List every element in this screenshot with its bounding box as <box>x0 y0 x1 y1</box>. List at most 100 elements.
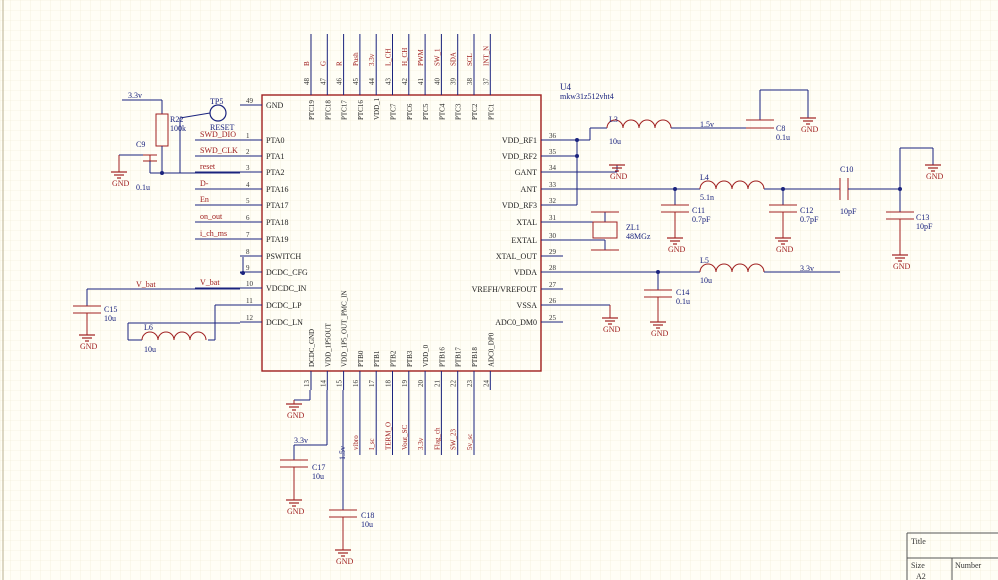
pin-name: PTA17 <box>266 201 288 210</box>
l6-inductor[interactable] <box>127 304 240 341</box>
pin-number: 44 <box>368 78 376 86</box>
pin-name: DCDC_LP <box>266 301 302 310</box>
pin-name: XTAL_OUT <box>496 252 537 261</box>
svg-text:GND: GND <box>287 411 305 420</box>
ic-body[interactable] <box>261 94 542 372</box>
l6-ref: L6 <box>144 323 153 332</box>
pin-number: 28 <box>549 264 557 272</box>
net-label: SWD_CLK <box>200 146 238 155</box>
pin-name: PTB17 <box>455 347 463 367</box>
pin-name: ANT <box>521 185 538 194</box>
pin-name: VREFH/VREFOUT <box>472 285 537 294</box>
net-label: Push <box>352 52 360 66</box>
svg-text:GND: GND <box>336 557 354 566</box>
c14-ref: C14 <box>676 288 689 297</box>
pin-name: VDD_RF3 <box>502 201 537 210</box>
net-label: reset <box>200 162 216 171</box>
net-label: SDA <box>450 52 458 66</box>
pin-number: 31 <box>549 214 557 222</box>
net-label: SCL <box>466 53 474 66</box>
pin-name: ADC0_DP0 <box>487 332 495 367</box>
ground-symbol: GND <box>775 237 794 254</box>
svg-text:GND: GND <box>287 507 305 516</box>
ground-symbol: GND <box>286 403 305 420</box>
net-label-vbat: V_bat <box>136 280 156 289</box>
pin-number: 21 <box>433 380 441 388</box>
pin-number: 25 <box>549 314 557 322</box>
svg-text:GND: GND <box>776 245 794 254</box>
net-label: on_out <box>200 212 223 221</box>
pin-name: PTC4 <box>438 103 446 120</box>
pin-number: 16 <box>352 380 360 388</box>
pin-name: PTB1 <box>373 350 381 367</box>
pin-number: 10 <box>246 280 254 288</box>
pin-name: EXTAL <box>511 236 537 245</box>
pin-number: 41 <box>417 78 425 86</box>
pin-name: PTA1 <box>266 152 284 161</box>
title-label: Title <box>911 537 926 546</box>
size-value: A2 <box>916 572 926 580</box>
pin-name: PSWITCH <box>266 252 301 261</box>
c14-value: 0.1u <box>676 297 690 306</box>
pin-number: 4 <box>246 181 250 189</box>
pin-number: 43 <box>385 78 393 86</box>
pin-name: PTA18 <box>266 218 288 227</box>
net-label-3v3-bottom: 3.3v <box>294 436 308 445</box>
pin-number: 37 <box>482 78 490 86</box>
pin-number: 18 <box>385 380 393 388</box>
net-label: D- <box>200 179 209 188</box>
svg-text:GND: GND <box>651 329 669 338</box>
pin-name: PTC1 <box>487 103 495 120</box>
svg-text:GND: GND <box>893 262 911 271</box>
pin-number: 11 <box>246 297 253 305</box>
pin-name: PTC7 <box>390 103 398 120</box>
c12-ref: C12 <box>800 206 813 215</box>
net-label: PWM <box>417 49 425 67</box>
junction-dot <box>160 171 164 175</box>
c15-value: 10u <box>104 314 116 323</box>
pin-name: PTC18 <box>324 100 332 120</box>
title-block <box>906 532 998 580</box>
reset-circuit <box>118 99 240 174</box>
net-label: 3.3v <box>417 437 425 450</box>
net-label: En <box>200 195 209 204</box>
tp5-wire <box>179 112 211 119</box>
pin-name: VDD_1P5_OUT_PMC_IN <box>341 290 349 367</box>
net-label: L_CH <box>385 49 393 67</box>
pin-number: 36 <box>549 132 557 140</box>
pin-name: PTA2 <box>266 168 284 177</box>
c15-ref: C15 <box>104 305 117 314</box>
pin-name: VSSA <box>517 301 538 310</box>
svg-text:GND: GND <box>610 172 628 181</box>
ground-symbol: GND <box>650 321 669 338</box>
net-label: I_sc <box>368 438 376 450</box>
l3-ref: L3 <box>609 115 618 124</box>
pin-name: VDD_1 <box>373 97 381 120</box>
net-label: B <box>303 61 311 66</box>
pin-number: 35 <box>549 148 557 156</box>
net-label: 5v_sc <box>466 434 474 450</box>
ground-symbol: GND <box>602 317 621 334</box>
c11-value: 0.7pF <box>692 215 711 224</box>
net-label: G <box>319 61 327 66</box>
pin-number: 3 <box>246 164 250 172</box>
pin-name: PTA0 <box>266 136 284 145</box>
pin-number: 13 <box>303 380 311 388</box>
net-label: vibro <box>352 435 360 450</box>
svg-text:GND: GND <box>668 245 686 254</box>
r22-ref: R22 <box>170 115 183 124</box>
net-label-3v3-reset: 3.3v <box>128 91 142 100</box>
svg-text:GND: GND <box>112 179 130 188</box>
net-label-1v5-rf: 1.5v <box>700 120 714 129</box>
zl1-value: 48MGz <box>626 232 651 241</box>
pin-number: 34 <box>549 164 557 172</box>
c11-ref: C11 <box>692 206 705 215</box>
pin-number: 32 <box>549 197 557 205</box>
ic-ref: U4 <box>560 82 571 92</box>
net-label: SW_1 <box>433 48 441 66</box>
l4-ref: L4 <box>700 173 709 182</box>
pin-number: 19 <box>401 380 409 388</box>
